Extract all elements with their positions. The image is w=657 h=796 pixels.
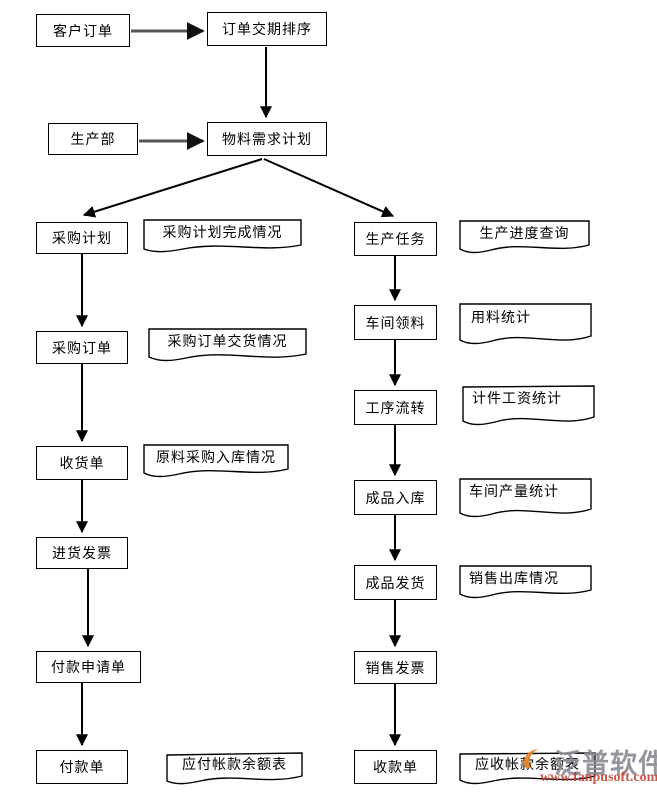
node-sales-invoice[interactable]: 销售发票 — [354, 651, 437, 684]
node-receipt-note[interactable]: 收货单 — [36, 446, 128, 480]
node-customer-order[interactable]: 客户订单 — [36, 14, 130, 47]
doc-material-usage-stats[interactable]: 用料统计 — [459, 303, 592, 349]
doc-workshop-output-stats[interactable]: 车间产量统计 — [459, 478, 592, 522]
node-fg-stock-in[interactable]: 成品入库 — [354, 480, 437, 515]
node-order-due-sort[interactable]: 订单交期排序 — [207, 12, 327, 46]
node-workshop-picking[interactable]: 车间领料 — [354, 305, 437, 340]
doc-label: 计件工资统计 — [472, 391, 562, 407]
doc-ap-balance-report[interactable]: 应付帐款余额表 — [166, 752, 303, 786]
node-purchase-invoice[interactable]: 进货发票 — [36, 537, 128, 569]
doc-purchase-order-status[interactable]: 采购订单交货情况 — [148, 328, 307, 364]
doc-sales-outbound-status[interactable]: 销售出库情况 — [459, 565, 592, 601]
node-purchase-order[interactable]: 采购订单 — [36, 331, 128, 364]
doc-production-progress-query[interactable]: 生产进度查询 — [459, 220, 590, 256]
doc-label: 原料采购入库情况 — [156, 450, 276, 466]
node-process-routing[interactable]: 工序流转 — [354, 390, 437, 425]
edge-mrp-to-purchase-plan — [82, 158, 263, 218]
node-payment-note[interactable]: 付款单 — [36, 750, 128, 784]
node-receipt-voucher[interactable]: 收款单 — [354, 750, 437, 784]
doc-piecework-wage-stats[interactable]: 计件工资统计 — [462, 385, 595, 429]
node-mrp[interactable]: 物料需求计划 — [207, 122, 327, 156]
doc-label: 采购计划完成情况 — [162, 225, 283, 241]
doc-material-stockin-status[interactable]: 原料采购入库情况 — [143, 444, 289, 480]
node-fg-shipment[interactable]: 成品发货 — [354, 565, 437, 600]
node-production-task[interactable]: 生产任务 — [354, 222, 437, 256]
doc-label: 销售出库情况 — [469, 571, 559, 587]
node-production-dept[interactable]: 生产部 — [48, 123, 138, 155]
node-purchase-plan[interactable]: 采购计划 — [36, 222, 128, 254]
doc-label: 采购订单交货情况 — [167, 334, 288, 350]
doc-label: 生产进度查询 — [479, 226, 570, 242]
doc-ar-balance-report[interactable]: 应收帐款余额表 — [459, 752, 596, 786]
doc-label: 应收帐款余额表 — [475, 757, 580, 773]
doc-label: 用料统计 — [471, 310, 531, 326]
doc-label: 应付帐款余额表 — [182, 757, 287, 773]
doc-purchase-plan-status[interactable]: 采购计划完成情况 — [143, 219, 302, 255]
doc-label: 车间产量统计 — [469, 484, 559, 500]
node-payment-request[interactable]: 付款申请单 — [36, 651, 141, 683]
edge-mrp-to-production-task — [263, 158, 395, 218]
